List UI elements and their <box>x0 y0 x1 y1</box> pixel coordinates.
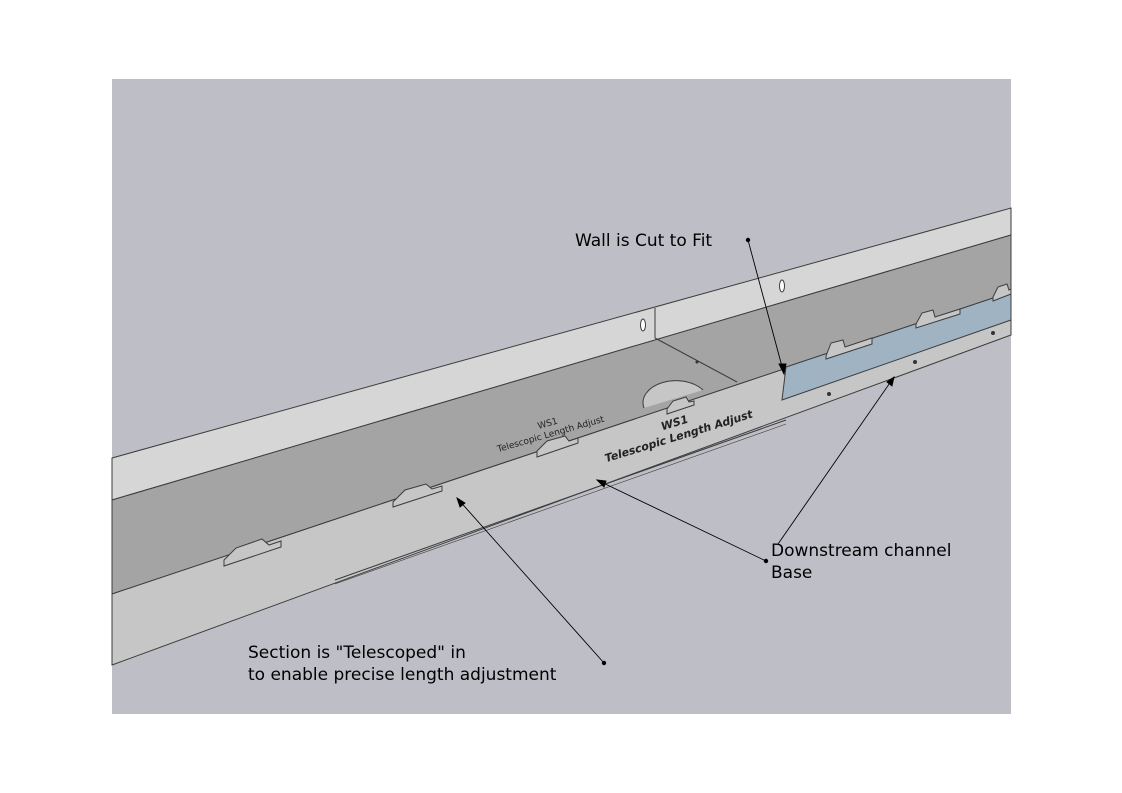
base-hole <box>827 392 831 396</box>
front-edge-line <box>334 419 787 581</box>
downstream-arrowhead-1 <box>595 479 607 488</box>
telescoped-arrowhead <box>456 496 466 508</box>
base-hole <box>913 360 917 364</box>
wall-cut-arrowhead <box>778 363 787 376</box>
tab <box>666 396 695 415</box>
tab <box>536 435 579 458</box>
wall-cut-callout: Wall is Cut to Fit <box>575 230 712 252</box>
downstream-leader-2 <box>777 376 895 545</box>
telescoped-callout: Section is "Telescoped" in to enable pre… <box>248 642 556 686</box>
leader-lines <box>456 239 895 664</box>
floor-cutout <box>642 380 704 409</box>
floor-tabs <box>223 283 1012 567</box>
wall-cut-callout-line1: Wall is Cut to Fit <box>575 231 713 251</box>
base-hole <box>991 331 995 335</box>
downstream-arrowhead-2 <box>886 375 895 387</box>
telescoped-callout-line2: to enable precise length adjustment <box>248 665 557 685</box>
tab <box>392 483 443 508</box>
tab <box>223 538 282 567</box>
tab <box>992 283 1012 302</box>
channel-model <box>111 207 1012 666</box>
front-edge-line-2 <box>334 423 787 585</box>
leader-dot <box>601 660 607 666</box>
downstream-callout-line1: Downstream channel <box>771 541 952 561</box>
rim-slot <box>640 318 646 332</box>
floor-mark <box>695 360 699 364</box>
downstream-callout-line2: Base <box>771 563 813 583</box>
floor-joint-line <box>654 337 738 383</box>
tab <box>825 337 873 360</box>
leader-dot <box>745 237 751 243</box>
leader-dots <box>601 237 769 666</box>
downstream-callout: Downstream channel Base <box>771 540 951 584</box>
telescoped-callout-line1: Section is "Telescoped" in <box>248 643 466 663</box>
telescoped-leader <box>456 497 605 664</box>
wall-cut-leader <box>747 239 785 375</box>
tab <box>915 308 961 329</box>
leader-dot <box>763 558 769 564</box>
rim-slot <box>779 279 785 293</box>
downstream-leader-1 <box>596 479 767 562</box>
